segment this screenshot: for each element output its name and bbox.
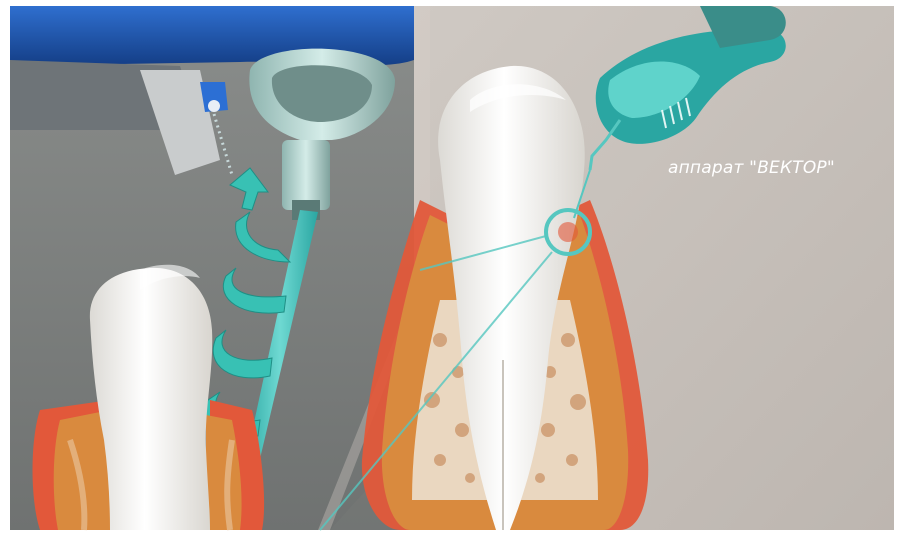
- device-caption: аппарат "ВЕКТОР": [668, 158, 835, 178]
